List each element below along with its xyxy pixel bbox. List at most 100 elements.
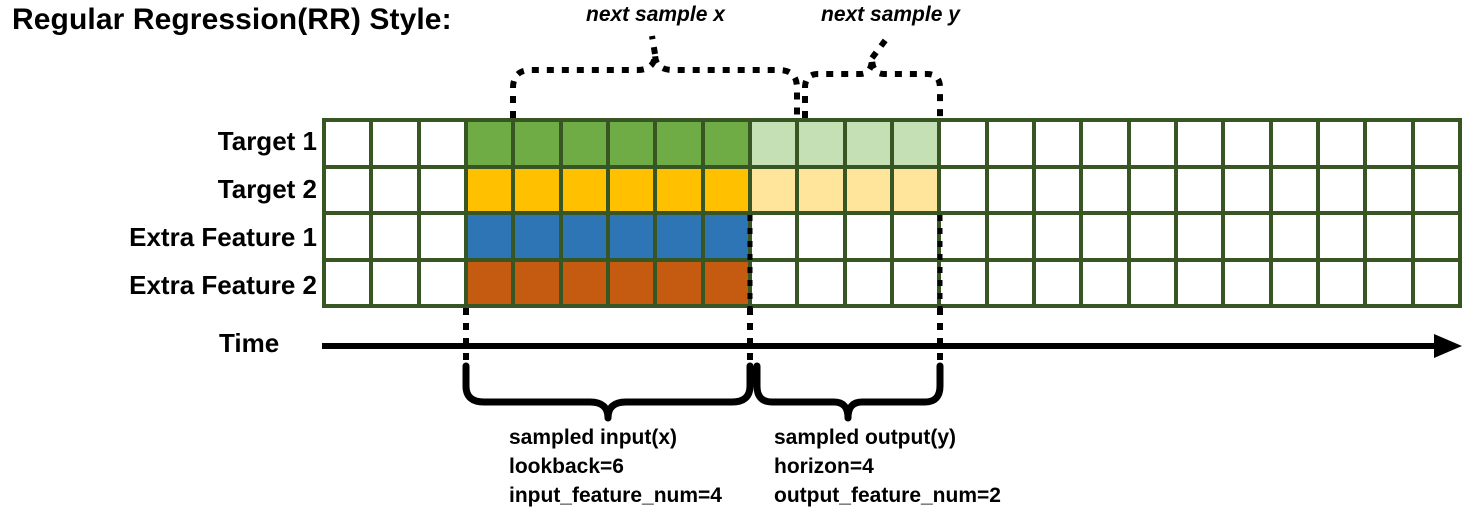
- grid-cell-r2-c3: [467, 215, 512, 258]
- grid-cell-r0-c2: [420, 122, 464, 165]
- grid-cell-r1-c16: [1083, 168, 1127, 211]
- grid-cell-r0-c13: [941, 122, 985, 165]
- grid-cell-r1-c19: [1225, 168, 1269, 211]
- grid-cell-r3-c13: [941, 261, 985, 304]
- grid-cell-r3-c16: [1083, 261, 1127, 304]
- grid-cell-r1-c20: [1272, 168, 1316, 211]
- grid-cell-r2-c22: [1367, 215, 1411, 258]
- sampled-output-line2: horizon=4: [774, 455, 874, 478]
- grid-cell-r1-c3: [467, 168, 512, 211]
- grid-cell-r1-c4: [515, 168, 559, 211]
- grid-cell-r3-c20: [1272, 261, 1316, 304]
- time-axis-line: [322, 343, 1442, 349]
- grid-cell-r3-c15: [1035, 261, 1080, 304]
- grid-cell-r1-c8: [704, 168, 748, 211]
- grid-cell-r3-c1: [373, 261, 417, 304]
- grid-cell-r1-c1: [373, 168, 417, 211]
- caption-next-sample-y: next sample y: [821, 3, 960, 26]
- grid-cell-r0-c10: [799, 122, 843, 165]
- grid-cell-r3-c0: [326, 261, 370, 304]
- grid-cell-r3-c21: [1319, 261, 1364, 304]
- grid-cell-r1-c9: [751, 168, 796, 211]
- grid-cell-r1-c23: [1414, 168, 1458, 211]
- row-label-extra-feature-2: Extra Feature 2: [129, 270, 317, 300]
- grid-cell-r1-c2: [420, 168, 464, 211]
- sampled-input-line3: input_feature_num=4: [509, 484, 722, 507]
- grid-cell-r2-c1: [373, 215, 417, 258]
- grid-cell-r1-c7: [657, 168, 701, 211]
- grid-cell-r3-c23: [1414, 261, 1458, 304]
- grid-cell-r1-c5: [562, 168, 606, 211]
- grid-cell-r0-c6: [609, 122, 654, 165]
- grid-cell-r1-c15: [1035, 168, 1080, 211]
- sampled-input-line1: sampled input(x): [509, 426, 678, 449]
- grid-cell-r2-c8: [704, 215, 748, 258]
- grid-cell-r0-c8: [704, 122, 748, 165]
- page-title: Regular Regression(RR) Style:: [12, 3, 452, 36]
- grid-cell-r0-c12: [893, 122, 938, 165]
- grid-cell-r2-c15: [1035, 215, 1080, 258]
- grid-cell-r0-c14: [988, 122, 1032, 165]
- grid-cell-r3-c22: [1367, 261, 1411, 304]
- grid-cell-r0-c5: [562, 122, 606, 165]
- time-axis-arrow-icon: [1434, 334, 1462, 358]
- grid-cell-r2-c11: [846, 215, 890, 258]
- grid-cell-r1-c13: [941, 168, 985, 211]
- grid-cell-r0-c15: [1035, 122, 1080, 165]
- grid-cell-r3-c12: [893, 261, 938, 304]
- grid-cell-r2-c5: [562, 215, 606, 258]
- grid-cell-r3-c9: [751, 261, 796, 304]
- grid-cell-r3-c8: [704, 261, 748, 304]
- grid-cell-r2-c20: [1272, 215, 1316, 258]
- grid-cell-r2-c19: [1225, 215, 1269, 258]
- grid-cell-r0-c23: [1414, 122, 1458, 165]
- grid-cell-r3-c14: [988, 261, 1032, 304]
- grid-cell-r2-c17: [1130, 215, 1174, 258]
- grid-cell-r3-c17: [1130, 261, 1174, 304]
- grid-cell-r0-c19: [1225, 122, 1269, 165]
- time-axis: [322, 334, 1464, 358]
- grid-cell-r0-c11: [846, 122, 890, 165]
- grid-cell-r1-c0: [326, 168, 370, 211]
- grid-cell-r3-c5: [562, 261, 606, 304]
- grid-cell-r3-c2: [420, 261, 464, 304]
- grid-cell-r3-c18: [1177, 261, 1222, 304]
- sampled-output-line1: sampled output(y): [774, 426, 956, 449]
- grid-cell-r2-c12: [893, 215, 938, 258]
- grid-cell-r0-c7: [657, 122, 701, 165]
- grid-cell-r0-c9: [751, 122, 796, 165]
- grid-cell-r0-c22: [1367, 122, 1411, 165]
- grid-cell-r2-c2: [420, 215, 464, 258]
- grid-cell-r1-c11: [846, 168, 890, 211]
- caption-next-sample-x: next sample x: [586, 3, 725, 26]
- caption-sampled-output: sampled output(y) horizon=4 output_featu…: [774, 423, 1001, 510]
- grid-cell-r2-c18: [1177, 215, 1222, 258]
- grid-cell-r3-c10: [799, 261, 843, 304]
- grid-cell-r3-c7: [657, 261, 701, 304]
- grid-cell-r1-c17: [1130, 168, 1174, 211]
- timeline-grid: [322, 118, 1462, 308]
- grid-cell-r2-c13: [941, 215, 985, 258]
- grid-cell-r1-c14: [988, 168, 1032, 211]
- row-label-extra-feature-1: Extra Feature 1: [129, 222, 317, 252]
- grid-cell-r0-c4: [515, 122, 559, 165]
- grid-cell-r0-c3: [467, 122, 512, 165]
- row-label-target-2: Target 2: [217, 174, 317, 204]
- grid-cell-r2-c9: [751, 215, 796, 258]
- grid-cell-r2-c23: [1414, 215, 1458, 258]
- grid-cell-r1-c6: [609, 168, 654, 211]
- grid-cell-r1-c21: [1319, 168, 1364, 211]
- grid-cell-r1-c22: [1367, 168, 1411, 211]
- sampled-input-line2: lookback=6: [509, 455, 624, 478]
- grid-cell-r2-c4: [515, 215, 559, 258]
- grid-cell-r3-c11: [846, 261, 890, 304]
- grid-cell-r2-c7: [657, 215, 701, 258]
- grid-cell-r0-c21: [1319, 122, 1364, 165]
- grid-cell-r1-c18: [1177, 168, 1222, 211]
- grid-cell-r2-c16: [1083, 215, 1127, 258]
- grid-cell-r2-c0: [326, 215, 370, 258]
- grid-cell-r0-c20: [1272, 122, 1316, 165]
- grid-cell-r0-c0: [326, 122, 370, 165]
- row-label-target-1: Target 1: [217, 126, 317, 156]
